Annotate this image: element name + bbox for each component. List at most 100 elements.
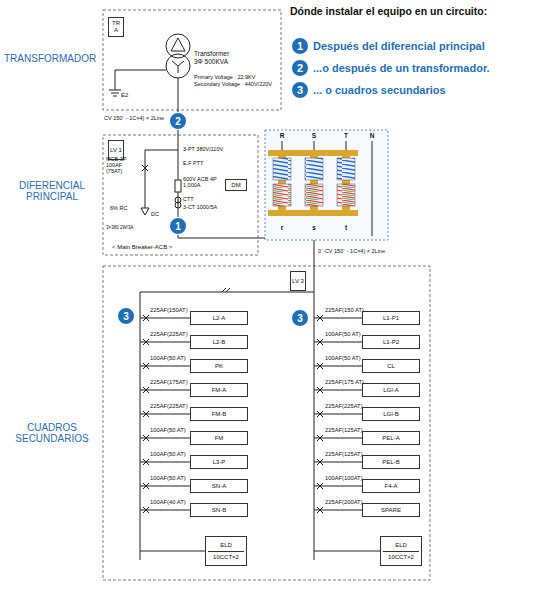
text-label: S [312,132,316,139]
branch-wire [140,414,190,415]
text-label: t [345,224,347,231]
text-label: 225AF(150AT) [150,307,188,313]
branch-wire [140,342,190,343]
node-text: CL [387,363,395,370]
node-text: PEL-A [382,435,399,442]
breaker-mark [143,411,149,417]
text-label: CUADROS SECUNDARIOS [6,422,98,444]
node-text: F4-A [384,483,397,490]
breaker-mark [143,315,149,321]
breaker-mark [143,387,149,393]
node-text: L2-A [213,315,226,322]
load-box: ELD10CCT×2 [205,536,247,566]
breaker-mark [143,363,149,369]
text-label: 3-PT 380V/110V [183,146,223,152]
text-label: Primary Voltage : 22.9KV [194,74,255,80]
text-label: 0⁻-CV 150⁻ - 1C×4) × 2Line [318,248,385,254]
text-label: 100AF(40 AT) [150,499,186,505]
branch-wire [140,486,190,487]
branch-wire [140,390,190,391]
load-box: LGI-A [362,383,420,397]
branch-wire [140,438,190,439]
load-box: FM-B [190,407,248,421]
load-box: PK [190,359,248,373]
callout-number: 1 [291,37,309,55]
breaker-mark [317,459,323,465]
text-label: E.F PTT [183,160,203,166]
branch-wire [314,342,362,343]
node-text: L1-P2 [383,339,399,346]
text-label: DC [151,211,159,217]
text-label: 225AF(150 AT) [325,307,364,313]
node-subtext: 10CCT×2 [208,551,244,561]
branch-wire [140,510,190,511]
load-box: SN-A [190,479,248,493]
text-label: DIFERENCIAL PRINCIPAL [6,180,98,202]
node-text: PK [215,363,223,370]
node-text: L2-B [213,339,226,346]
breaker-mark [317,483,323,489]
node-text: L1-P1 [383,315,399,322]
callout-number: 3 [117,307,135,325]
text-label: 3Φ 500KVA [194,58,228,65]
text-label: 225AF(175 AT) [325,379,364,385]
text-label: Secondary Voltage : 440V/220V [194,81,272,87]
text-label: Transformer [194,50,229,57]
node-text: DM [231,182,240,189]
branch-wire [140,462,190,463]
node-text: SN-B [212,507,226,514]
heading: Dónde instalar el equipo en un circuito: [290,6,487,18]
text-label: N [370,132,375,139]
text-label: 100AF(50 AT) [325,355,361,361]
callout-number: 1 [169,217,187,235]
breaker-mark [143,411,149,417]
callout-number: 3 [291,81,309,99]
breaker-mark [317,315,323,321]
branch-wire [314,510,362,511]
text-label: 225AF(125AT) [325,451,363,457]
load-box: PEL-B [362,455,420,469]
breaker-mark [143,339,149,345]
text-label: E2 [121,92,128,99]
load-box: L3-P [190,455,248,469]
node-text: LGI-A [383,387,399,394]
node-text: SPARE [381,507,401,514]
branch-wire [314,414,362,415]
branch-wire [314,462,362,463]
load-box: FM [190,431,248,445]
eld-wire [314,551,380,552]
breaker-mark [143,507,149,513]
text-label: 225AF(125AT) [325,427,363,433]
branch-wire [314,438,362,439]
text-label: 100AF(50 AT) [150,427,186,433]
breaker-mark [143,483,149,489]
node-text: FM-B [212,411,227,418]
text-label: 6% RC [110,205,127,211]
breaker-mark [143,507,149,513]
text-label: TRANSFORMADOR [4,53,96,64]
breaker-mark [143,459,149,465]
breaker-mark [317,387,323,393]
breaker-mark [143,363,149,369]
text-label: 100AF(50 AT) [150,451,186,457]
breaker-mark [317,411,323,417]
load-box: CL [362,359,420,373]
callout-number: 3 [291,309,309,327]
text-label: CV 150⁻ - 1C×4) × 2Line [104,115,164,121]
breaker-mark [317,339,323,345]
callout-number: 2 [291,59,309,77]
node-text: TR A [110,20,122,33]
text-label: ... o cuadros secundarios [313,84,446,96]
eld-wire [140,551,205,552]
breaker-mark [317,363,323,369]
load-box: SN-B [190,503,248,517]
branch-wire [140,366,190,367]
text-label: T [344,132,348,139]
node-subtext: 10CCT×2 [383,551,419,561]
node-text: LV 3 [292,278,304,285]
breaker-mark [317,435,323,441]
branch-wire [314,486,362,487]
breaker-mark [317,483,323,489]
